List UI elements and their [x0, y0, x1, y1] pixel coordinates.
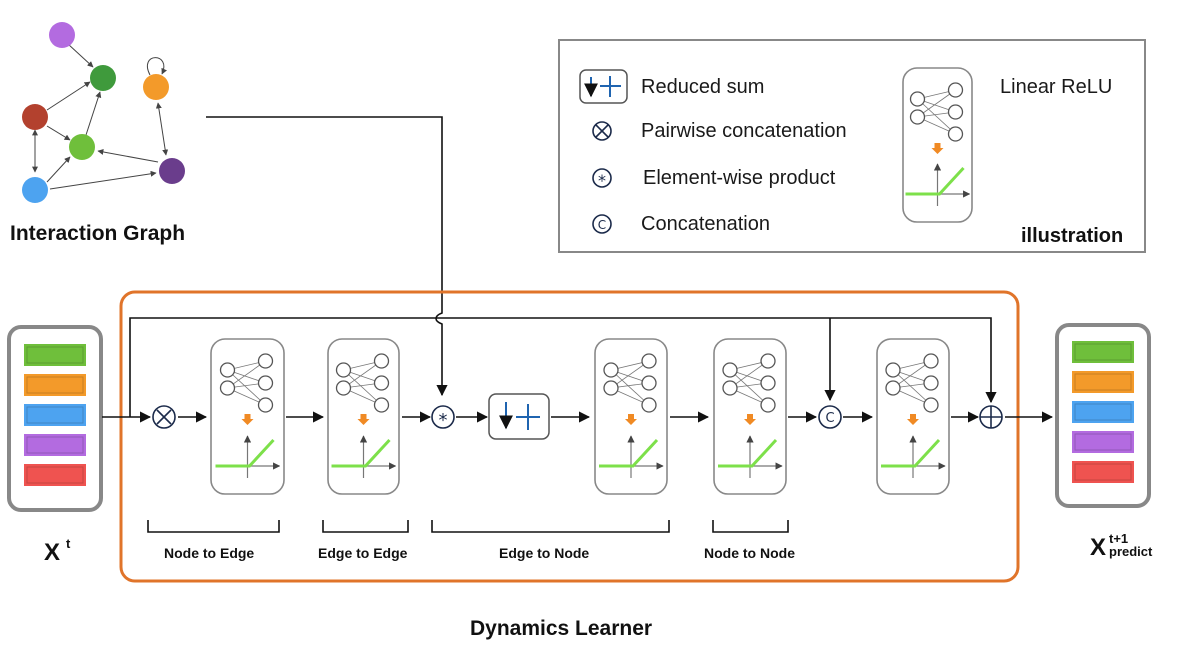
legend-illustration: illustration [1021, 225, 1124, 247]
graph-node-green [69, 134, 95, 160]
legend-reduced-sum: Reduced sum [641, 76, 765, 98]
legend-concatenation: Concatenation [641, 213, 770, 235]
graph-node-orange [143, 74, 169, 100]
concatenation-icon: C [592, 214, 612, 234]
input-state-stack [7, 325, 103, 512]
mlp-block-output [876, 338, 950, 495]
legend-linear-relu: Linear ReLU [1000, 76, 1113, 98]
input-state-bar-4 [24, 464, 86, 486]
legend-mlp-block [902, 67, 973, 223]
output-state-bar-4 [1072, 461, 1134, 483]
pairwise-concat-op [152, 405, 176, 429]
graph-node-blue [22, 177, 48, 203]
graph-node-purple [49, 22, 75, 48]
mlp-block-node-to-node [713, 338, 787, 495]
sum-op [979, 405, 1003, 429]
svg-text:*: * [598, 171, 606, 190]
output-state-subscript: predict [1109, 543, 1153, 559]
svg-text:*: * [439, 410, 448, 431]
legend-box [558, 39, 1146, 253]
stage-edge-to-node: Edge to Node [499, 545, 590, 561]
elementwise-product-icon: * [592, 168, 612, 190]
output-state-bars [1072, 341, 1134, 483]
mlp-block-edge-to-edge [327, 338, 400, 495]
mlp-block-node-to-edge [210, 338, 285, 495]
graph-node-red [22, 104, 48, 130]
reduced-sum-icon [579, 69, 628, 104]
output-state-bar-3 [1072, 431, 1134, 453]
stage-brackets [147, 520, 789, 533]
dynamics-learner-frame [119, 290, 1020, 583]
legend-pairwise-concat: Pairwise concatenation [641, 120, 847, 142]
dynamics-learner-title: Dynamics Learner [470, 617, 653, 640]
stage-edge-to-edge: Edge to Edge [318, 545, 408, 561]
linear-relu-illustration [902, 67, 973, 223]
graph-node-dark-green [90, 65, 116, 91]
reduced-sum-op [488, 393, 550, 440]
output-state-stack [1055, 323, 1151, 508]
output-state-bar-2 [1072, 401, 1134, 423]
elementwise-product-op: * [431, 405, 455, 431]
graph-node-dark-purple [159, 158, 185, 184]
concatenation-op: C [818, 405, 842, 429]
svg-text:C: C [825, 411, 834, 426]
svg-text:C: C [598, 218, 606, 232]
skip-connections [129, 317, 997, 417]
pairwise-concat-icon [592, 121, 612, 141]
input-state-bars [24, 344, 86, 486]
input-state-bar-2 [24, 404, 86, 426]
input-state-superscript: t [66, 536, 71, 551]
input-state-bar-3 [24, 434, 86, 456]
stage-node-to-edge: Node to Edge [164, 545, 255, 561]
interaction-graph [32, 43, 169, 190]
output-state-bar-0 [1072, 341, 1134, 363]
output-state-label: X t+1 predict [1090, 530, 1153, 561]
legend-elementwise-product: Element-wise product [643, 167, 836, 189]
input-state-bar-0 [24, 344, 86, 366]
stage-node-to-node: Node to Node [704, 545, 795, 561]
interaction-graph-title: Interaction Graph [10, 222, 186, 245]
input-state-bar-1 [24, 374, 86, 396]
mlp-block-edge-to-node [594, 338, 668, 495]
output-state-bar-1 [1072, 371, 1134, 393]
output-state-superscript: t+1 [1109, 530, 1129, 546]
